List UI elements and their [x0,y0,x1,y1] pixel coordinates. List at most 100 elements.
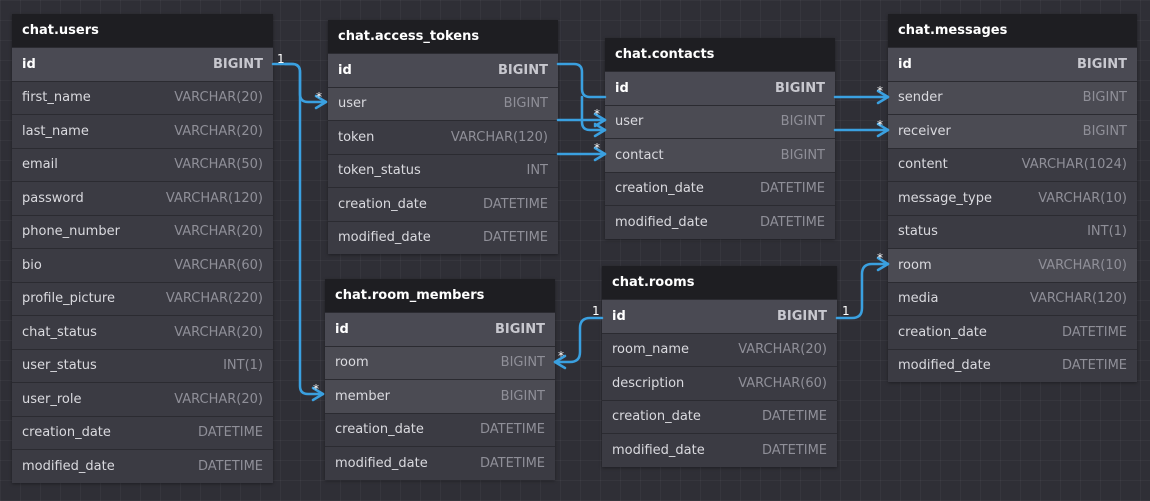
column-row-creation-date[interactable]: creation_date DATETIME [325,412,555,447]
relation-crowfoot [876,256,890,272]
column-type: BIGINT [776,308,827,324]
column-row-description[interactable]: description VARCHAR(60) [602,366,837,400]
column-type: VARCHAR(20) [174,123,263,139]
relation-users-room-members[interactable] [283,62,325,396]
column-name: user [338,96,367,112]
column-row-room-name[interactable]: room_name VARCHAR(20) [602,332,837,367]
column-name: id [615,80,629,96]
column-name: phone_number [22,224,120,240]
column-type: VARCHAR(60) [738,375,827,391]
column-name: media [898,291,939,307]
column-name: user_role [22,391,82,407]
column-name: message_type [898,190,992,206]
column-name: creation_date [338,196,427,212]
cardinality-many-label: * [877,84,883,98]
column-name: creation_date [898,324,987,340]
column-type: DATETIME [482,196,548,212]
column-name: creation_date [335,422,424,438]
table-title[interactable]: chat.access_tokens [328,20,558,53]
cardinality-one-label: 1 [277,52,285,66]
column-name: bio [22,257,42,273]
cardinality-many-label: * [877,251,883,265]
column-row-creation-date[interactable]: creation_date DATETIME [328,187,558,221]
column-name: user [615,114,644,130]
table-title[interactable]: chat.messages [888,14,1137,47]
column-name: room_name [612,342,689,358]
column-name: token_status [338,163,421,179]
relation-users-access-tokens[interactable] [271,62,328,104]
column-name: first_name [22,90,91,106]
relation-access-tokens-contacts-user-2[interactable] [580,95,607,132]
column-type: VARCHAR(20) [738,342,827,358]
column-row-bio[interactable]: bio VARCHAR(60) [12,248,273,282]
cardinality-many-label: * [558,349,564,363]
column-type: VARCHAR(220) [165,291,263,307]
cardinality-many-label: * [316,90,322,104]
column-type: DATETIME [479,422,545,438]
column-name: status [898,224,938,240]
column-name: modified_date [338,230,431,246]
column-name: description [612,375,685,391]
relation-rooms-room-members[interactable] [553,316,604,364]
table-title[interactable]: chat.room_members [325,279,555,312]
table-title[interactable]: chat.contacts [605,38,835,71]
table-title[interactable]: chat.rooms [602,266,837,299]
relation-crowfoot [314,94,328,110]
relation-crowfoot [876,122,890,138]
table-title[interactable]: chat.users [12,14,273,47]
column-name: id [335,321,349,337]
relation-access-tokens-contacts-id[interactable] [556,62,607,99]
relation-rooms-messages[interactable] [835,262,890,320]
column-name: id [898,56,912,72]
column-name: modified_date [335,455,428,471]
column-type: VARCHAR(60) [174,257,263,273]
column-type: VARCHAR(1024) [1021,157,1127,173]
column-type: BIGINT [500,355,545,371]
